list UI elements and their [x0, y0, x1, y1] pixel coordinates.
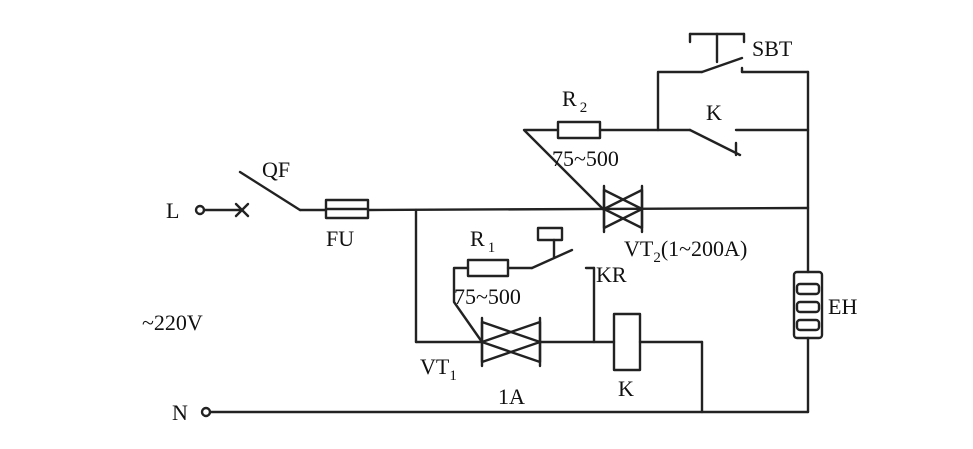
r1-branch	[452, 226, 596, 344]
neutral-terminal-label: N	[172, 400, 188, 425]
push-button-label: SBT	[752, 36, 793, 61]
breaker-blade	[238, 170, 302, 212]
push-button-blade	[700, 56, 744, 74]
heater-label: EH	[828, 294, 857, 319]
breaker-label: QF	[262, 157, 290, 182]
r2-value-label: 75~500	[552, 146, 619, 171]
relay-coil-label: K	[618, 376, 634, 401]
r2-branch	[522, 120, 810, 212]
relay-coil-k-icon	[612, 312, 642, 372]
supply-voltage-label: ~220V	[142, 310, 203, 335]
fuse-label: FU	[326, 226, 354, 251]
sbt-branch	[656, 32, 810, 132]
thermal-contact-blade	[530, 248, 574, 270]
resistor-r2-icon	[556, 120, 602, 140]
contact-k-blade	[688, 128, 742, 157]
triac-vt1-label: VT1	[420, 354, 457, 384]
triac-vt1-icon	[480, 316, 542, 368]
r1-value-label: 75~500	[454, 284, 521, 309]
contact-k-label: K	[706, 100, 722, 125]
thermal-relay-icon	[536, 226, 564, 242]
live-terminal-label: L	[166, 198, 179, 223]
triac-vt1-rating-label: 1A	[498, 384, 525, 409]
resistor-r1-icon	[466, 258, 510, 278]
triac-vt2-label: VT2(1~200A)	[624, 236, 747, 266]
thermal-relay-label: KR	[596, 262, 627, 287]
live-line	[194, 170, 810, 220]
